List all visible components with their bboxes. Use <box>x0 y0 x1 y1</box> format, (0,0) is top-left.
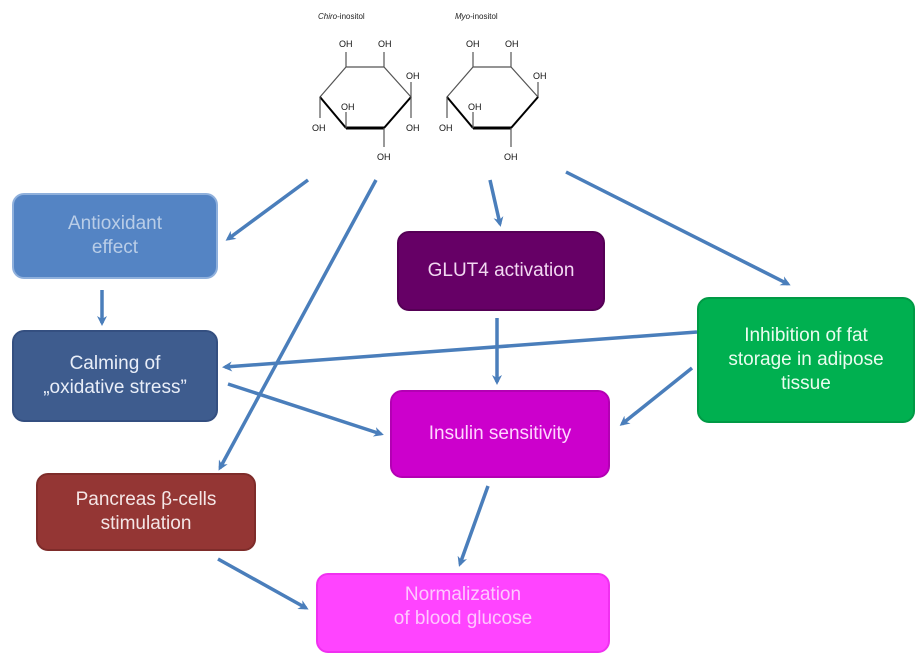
node-text-line: „oxidative stress” <box>43 377 187 398</box>
oh-label: OH <box>406 71 420 81</box>
node-text-line: GLUT4 activation <box>427 260 575 282</box>
node-text-line: Inhibition of fat <box>744 325 868 347</box>
chiro-label-rest: -inositol <box>337 12 365 21</box>
myo-label-italic: Myo <box>455 12 471 21</box>
arrow-myo-to-fat <box>565 170 791 286</box>
arrow-calming-to-insulin <box>227 382 384 437</box>
node-text-line: Calming of <box>69 353 161 375</box>
node-glut4-activation: GLUT4 activation <box>397 231 605 311</box>
arrow-myo-to-glut4 <box>488 179 504 227</box>
arrow-pancreas-to-glucose <box>217 557 309 610</box>
node-text-line: storage in adipose <box>728 349 884 371</box>
oh-label: OH <box>439 123 453 133</box>
node-text-line: effect <box>91 237 139 258</box>
node-text-line: Normalization <box>404 584 522 606</box>
myo-inositol-label: Myo-inositol <box>455 12 498 21</box>
oh-label: OH <box>466 39 480 49</box>
node-text-line: stimulation <box>100 513 192 534</box>
oh-label: OH <box>378 39 392 49</box>
myo-label-rest: -inositol <box>470 12 498 21</box>
oh-label: OH <box>505 39 519 49</box>
node-text-line: Pancreas β-cells <box>75 489 217 511</box>
node-text-line: tissue <box>781 372 831 394</box>
node-text-line: of blood glucose <box>393 608 533 629</box>
chiro-hydroxyls: OH OH OH OH OH OH OH <box>312 39 420 162</box>
chiro-inositol-label: Chiro-inositol <box>318 12 365 21</box>
oh-label: OH <box>341 102 355 112</box>
chiro-label-italic: Chiro <box>318 12 338 21</box>
arrow-chiro-to-antioxidant <box>225 178 310 241</box>
oh-label: OH <box>312 123 326 133</box>
node-text-line: Antioxidant <box>67 213 162 235</box>
myo-hydroxyls: OH OH OH OH OH OH <box>439 39 547 162</box>
myo-bold-edge-3 <box>510 96 539 129</box>
chiro-ring <box>319 66 412 129</box>
oh-label: OH <box>533 71 547 81</box>
node-text-line: Insulin sensitivity <box>428 423 572 445</box>
oh-label: OH <box>406 123 420 133</box>
myo-inositol-structure <box>446 52 539 147</box>
myo-bold-edge-2 <box>446 96 474 129</box>
oh-label: OH <box>468 102 482 112</box>
chiro-bold-edge-2 <box>319 96 347 129</box>
oh-label: OH <box>377 152 391 162</box>
chiro-bold-edge-3 <box>383 96 412 129</box>
oh-label: OH <box>504 152 518 162</box>
arrow-fat-to-insulin <box>619 366 694 426</box>
chiro-inositol-structure <box>319 52 412 147</box>
arrow-insulin-to-glucose <box>457 485 490 567</box>
arrow-chiro-to-pancreas <box>218 179 378 471</box>
oh-label: OH <box>339 39 353 49</box>
node-calming-oxidative-stress: Calming of„oxidative stress” <box>12 330 218 422</box>
myo-ring <box>446 66 539 129</box>
node-insulin-sensitivity: Insulin sensitivity <box>390 390 610 478</box>
arrow-fat-to-calming <box>222 330 698 372</box>
